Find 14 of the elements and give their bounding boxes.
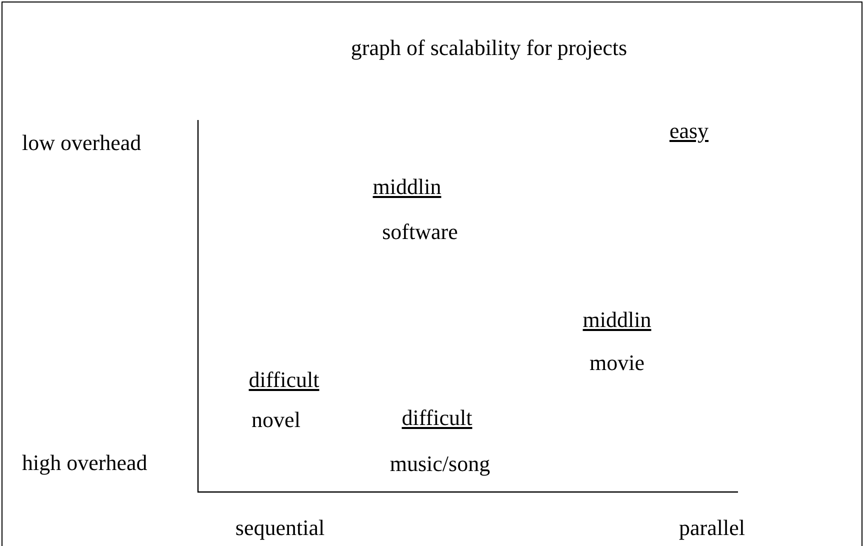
- rating-label: middlin: [372, 176, 442, 198]
- rating-label: middlin: [582, 309, 652, 331]
- axis-label: sequential: [235, 517, 325, 539]
- rating-label: easy: [669, 120, 709, 142]
- project-label: music/song: [390, 453, 490, 475]
- rating-label: difficult: [248, 369, 320, 391]
- chart-title: graph of scalability for projects: [350, 37, 628, 59]
- axis-label: high overhead: [22, 452, 148, 474]
- project-label: software: [382, 221, 458, 243]
- axis-label: low overhead: [22, 132, 142, 154]
- project-label: movie: [590, 352, 644, 374]
- project-label: novel: [252, 409, 300, 431]
- rating-label: difficult: [402, 407, 472, 429]
- axis-label: parallel: [679, 517, 745, 539]
